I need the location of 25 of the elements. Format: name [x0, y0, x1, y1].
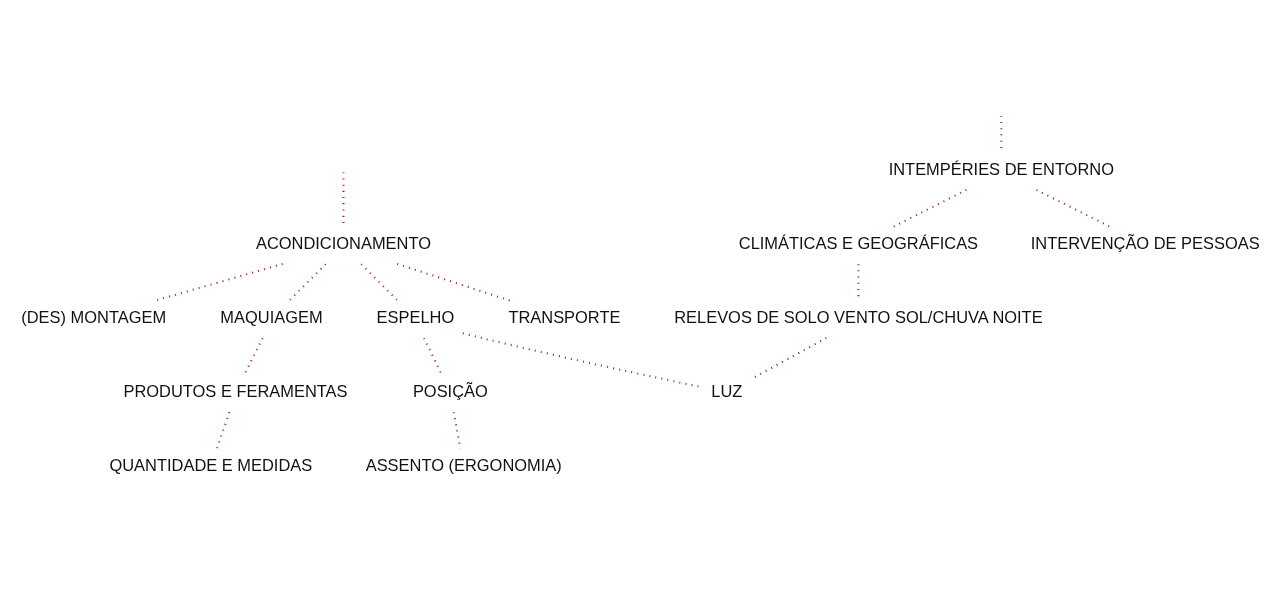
node-text: PRODUTOS E FERAMENTAS [123, 382, 348, 401]
connector [462, 332, 699, 388]
node-text: CLIMÁTICAS E GEOGRÁFICAS [738, 234, 979, 253]
connector [396, 262, 511, 302]
connector [1036, 189, 1111, 228]
node-text: (DES) MONTAGEM [21, 308, 167, 327]
connector [754, 337, 827, 379]
node-text: INTERVENÇÃO DE PESSOAS [1030, 234, 1260, 253]
connector [243, 337, 264, 376]
connector [423, 337, 443, 376]
connector [360, 263, 399, 302]
node-text: MAQUIAGEM [220, 308, 323, 327]
connector [154, 262, 283, 302]
connector [215, 411, 231, 450]
node-text: ASSENTO (ERGONOMIA) [365, 456, 562, 475]
node-text: ESPELHO [376, 308, 455, 327]
node-text: LUZ [711, 382, 743, 401]
connector [893, 189, 967, 228]
node-text: TRANSPORTE [508, 308, 621, 327]
node-text: POSIÇÃO [412, 382, 488, 401]
node-text: QUANTIDADE E MEDIDAS [109, 456, 313, 475]
node-text: ACONDICIONAMENTO [255, 234, 431, 253]
node-text: RELEVOS DE SOLO VENTO SOL/CHUVA NOITE [674, 308, 1043, 327]
connector [288, 263, 327, 302]
node-text: INTEMPÉRIES DE ENTORNO [888, 160, 1114, 179]
